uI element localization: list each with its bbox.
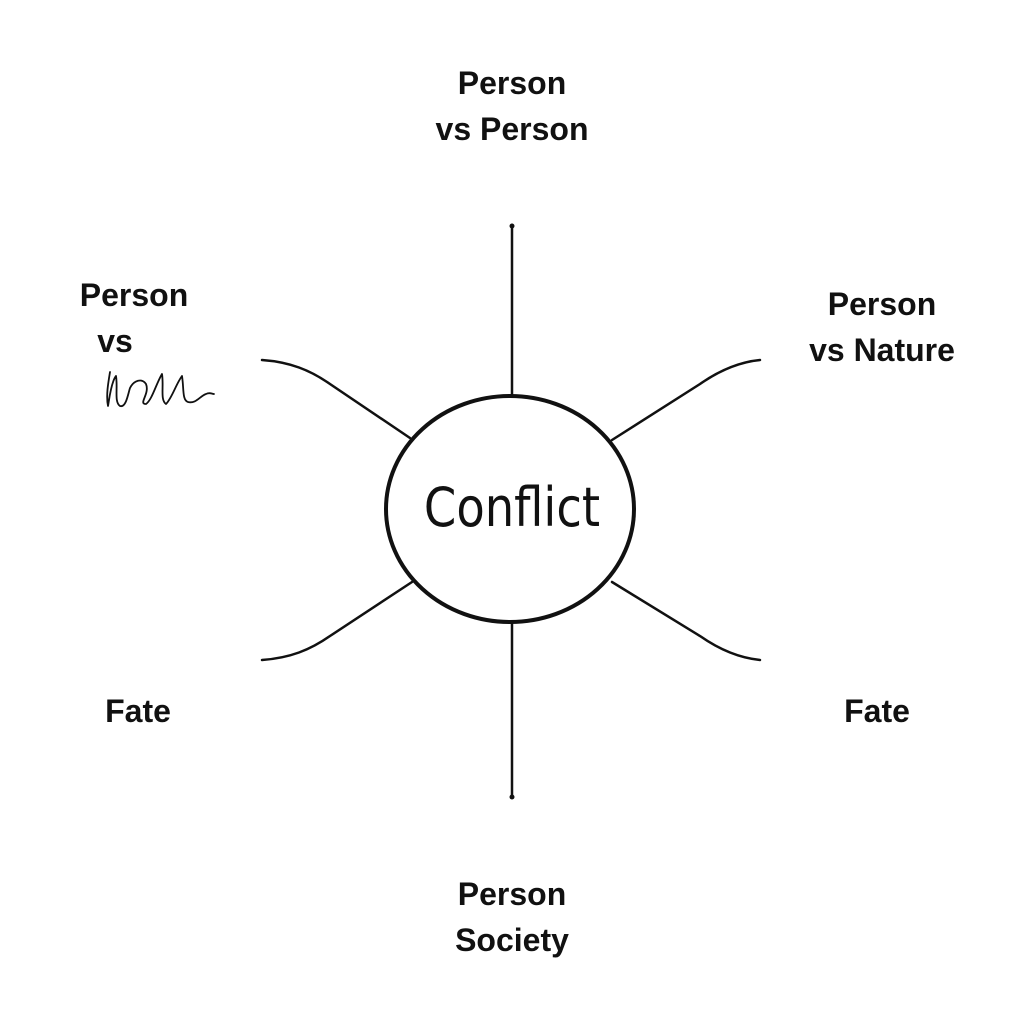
connector-lines: [260, 223, 762, 800]
label-person-vs-self-line2: vs: [97, 323, 133, 359]
label-person-vs-nature-line2: vs Nature: [809, 332, 955, 368]
connector-bottom-endpoint: [509, 794, 515, 800]
connector-upper-right: [610, 358, 762, 442]
label-person-vs-person-line2: vs Person: [435, 111, 589, 147]
label-fate-left-line1: Fate: [105, 693, 171, 729]
center-hub-circle: [384, 394, 636, 624]
label-person-vs-person-line1: Person: [457, 65, 567, 101]
label-fate-right-line1: Fate: [844, 693, 910, 729]
label-person-vs-self-line1: Person: [79, 277, 189, 313]
handwritten-scribble-stroke: [106, 371, 215, 407]
center-hub-label: Conflict: [424, 476, 600, 539]
connector-top-endpoint: [509, 223, 515, 229]
label-person-society-line1: Person: [457, 876, 567, 912]
label-fate-right: Fate: [817, 688, 937, 734]
label-person-society-line2: Society: [455, 922, 569, 958]
connector-upper-left: [260, 358, 412, 440]
label-fate-left: Fate: [78, 688, 198, 734]
label-person-vs-self: Person vs: [54, 272, 214, 364]
label-person-vs-nature: Person vs Nature: [790, 281, 974, 373]
connector-lower-left: [260, 580, 414, 662]
label-person-vs-person: Person vs Person: [412, 60, 612, 152]
label-person-vs-nature-line1: Person: [827, 286, 937, 322]
connector-lower-right: [610, 580, 762, 662]
label-person-society: Person Society: [412, 871, 612, 963]
handwritten-scribble: [106, 371, 215, 407]
